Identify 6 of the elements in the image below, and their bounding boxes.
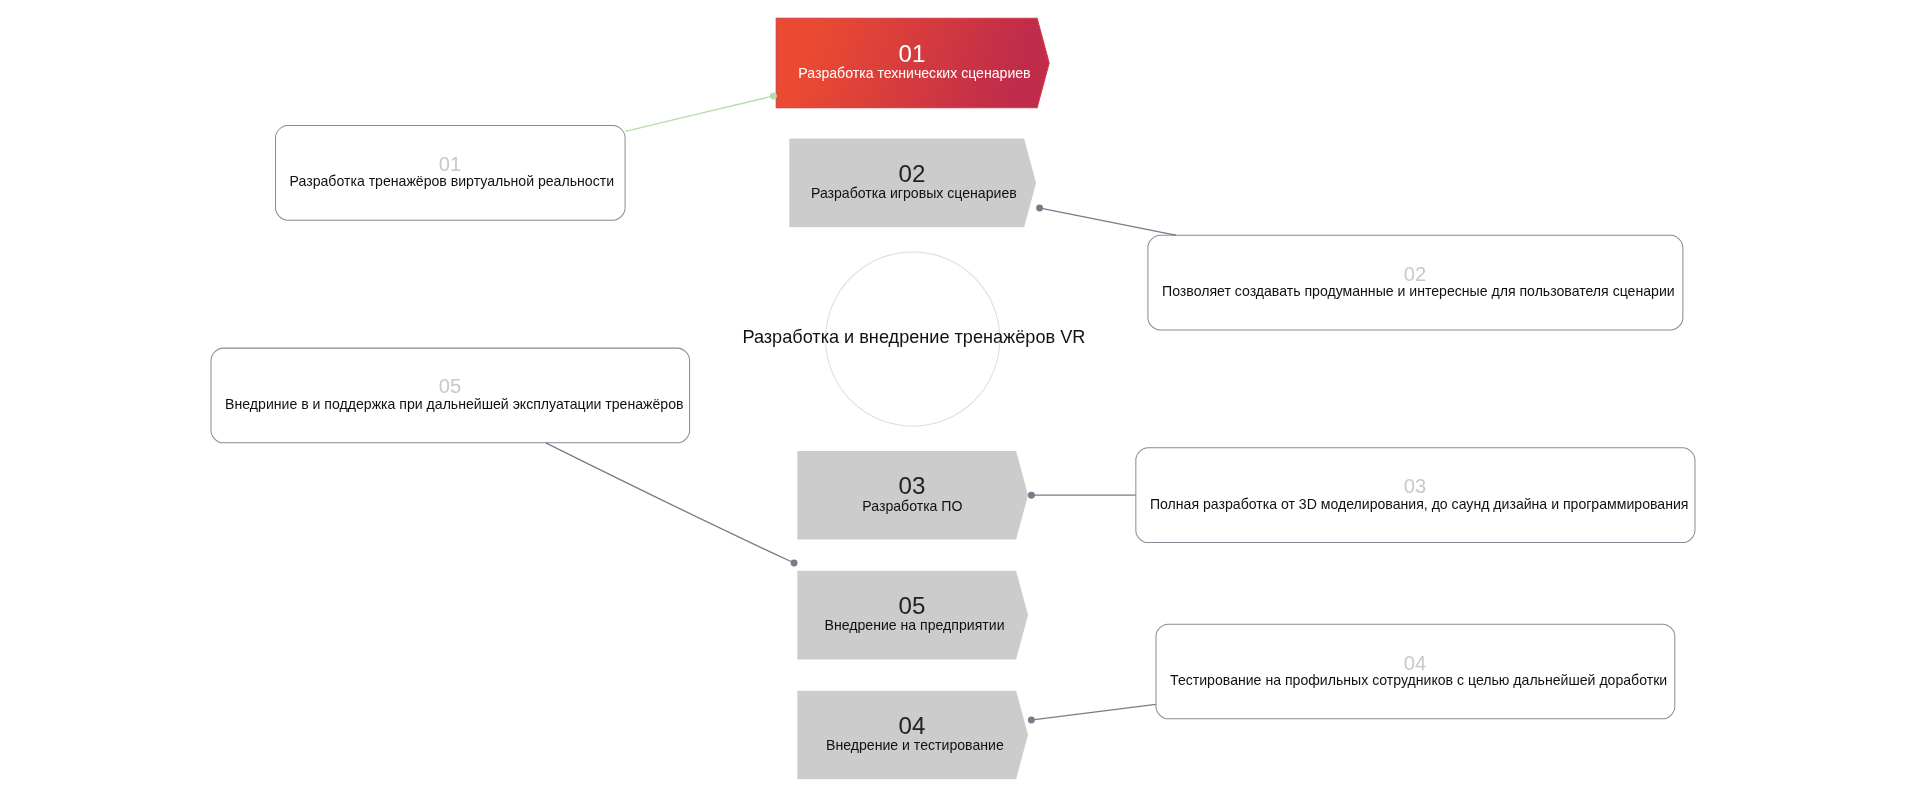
- node-label: Разработка и внедрение тренажёров VR: [741, 327, 1085, 348]
- connector: [624, 92, 777, 132]
- connector: [1035, 204, 1177, 236]
- connector: [1027, 703, 1156, 724]
- connector: [544, 442, 798, 567]
- connector: [1027, 491, 1136, 499]
